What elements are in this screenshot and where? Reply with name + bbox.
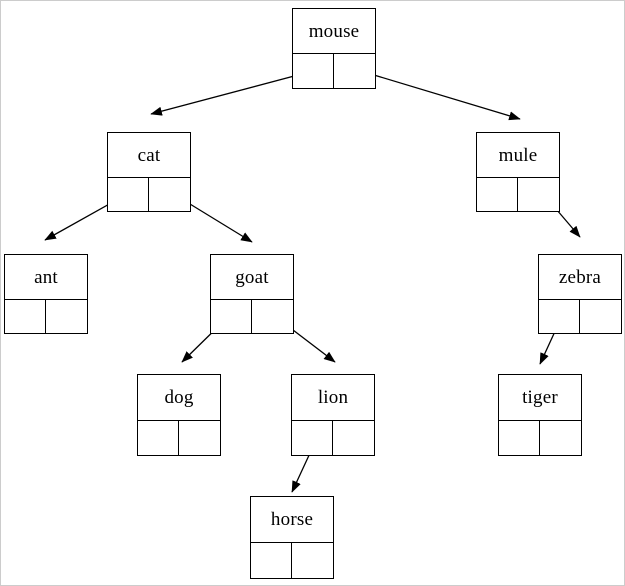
left-pointer-cell[interactable] [292, 421, 333, 455]
tree-node-pointer-row [539, 299, 621, 333]
tree-node-dog[interactable]: dog [137, 374, 221, 456]
tree-node-cat[interactable]: cat [107, 132, 191, 212]
right-pointer-cell[interactable] [333, 421, 374, 455]
tree-edge-mouse-mule [353, 68, 521, 121]
tree-node-lion[interactable]: lion [291, 374, 375, 456]
right-pointer-cell[interactable] [179, 421, 220, 455]
tree-node-label: goat [235, 266, 269, 288]
right-pointer-cell[interactable] [540, 421, 581, 455]
tree-node-pointer-row [108, 177, 190, 211]
right-pointer-cell[interactable] [292, 543, 333, 578]
tree-node-pointer-row [293, 53, 375, 88]
right-pointer-cell[interactable] [46, 300, 87, 333]
right-pointer-cell[interactable] [580, 300, 621, 333]
tree-node-label: mouse [308, 20, 360, 42]
tree-node-label: dog [164, 387, 194, 408]
tree-node-pointer-row [292, 420, 374, 455]
right-pointer-cell[interactable] [334, 54, 375, 88]
tree-node-label: mule [498, 144, 538, 166]
left-pointer-cell[interactable] [539, 300, 580, 333]
left-pointer-cell[interactable] [108, 178, 149, 211]
tree-node-label: lion [317, 387, 349, 408]
right-pointer-cell[interactable] [252, 300, 293, 333]
tree-node-goat[interactable]: goat [210, 254, 294, 334]
tree-node-pointer-row [477, 177, 559, 211]
left-pointer-cell[interactable] [138, 421, 179, 455]
left-pointer-cell[interactable] [251, 543, 292, 578]
tree-node-pointer-row [251, 542, 333, 578]
tree-node-label: ant [34, 266, 58, 288]
tree-node-pointer-row [138, 420, 220, 455]
tree-node-pointer-row [5, 299, 87, 333]
tree-node-ant[interactable]: ant [4, 254, 88, 334]
tree-node-pointer-row [211, 299, 293, 333]
tree-node-mouse[interactable]: mouse [292, 8, 376, 89]
tree-node-label: zebra [558, 266, 602, 288]
tree-node-pointer-row [499, 420, 581, 455]
tree-edge-mouse-cat [150, 70, 314, 116]
tree-node-mule[interactable]: mule [476, 132, 560, 212]
right-pointer-cell[interactable] [518, 178, 559, 211]
left-pointer-cell[interactable] [293, 54, 334, 88]
left-pointer-cell[interactable] [211, 300, 252, 333]
tree-node-zebra[interactable]: zebra [538, 254, 622, 334]
left-pointer-cell[interactable] [499, 421, 540, 455]
tree-node-label: cat [137, 144, 161, 166]
tree-node-horse[interactable]: horse [250, 496, 334, 579]
left-pointer-cell[interactable] [5, 300, 46, 333]
left-pointer-cell[interactable] [477, 178, 518, 211]
tree-node-label: horse [270, 509, 314, 530]
right-pointer-cell[interactable] [149, 178, 190, 211]
tree-node-tiger[interactable]: tiger [498, 374, 582, 456]
tree-node-label: tiger [522, 387, 558, 408]
